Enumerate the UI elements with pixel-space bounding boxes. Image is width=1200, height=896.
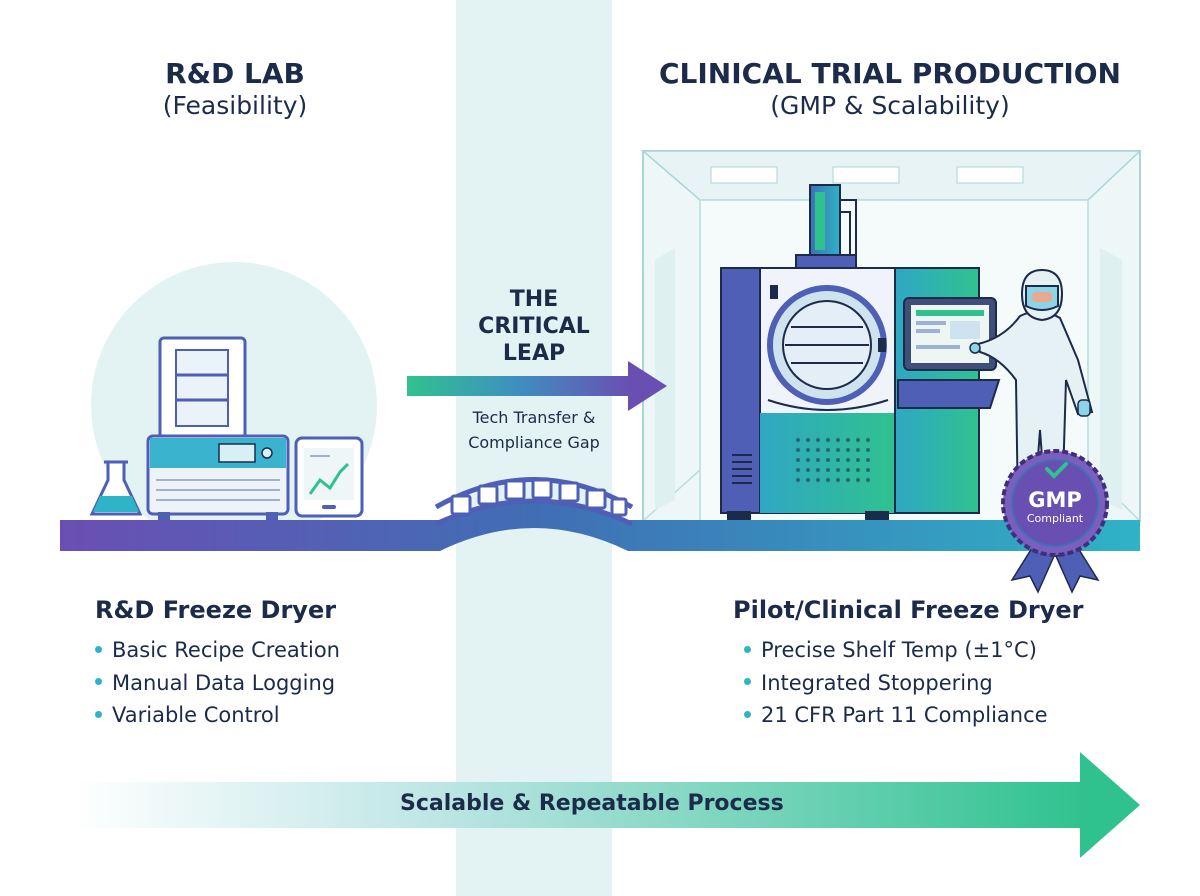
bullet-icon [744,710,751,718]
arrow-right-icon [1080,752,1140,858]
bullet-icon [95,678,102,685]
center-transition-band [456,0,612,896]
list-item: 21 CFR Part 11 Compliance [744,699,1048,732]
right-section-subtitle: (GMP & Scalability) [770,91,1010,120]
bullet-icon [95,710,102,718]
right-feature-list: Precise Shelf Temp (±1°C) Integrated Sto… [744,634,1048,732]
gmp-badge [1001,449,1109,594]
bullet-icon [744,678,751,685]
left-section-title: R&D LAB [165,57,305,90]
bullet-icon [95,645,102,653]
list-item: Variable Control [95,699,340,732]
leap-title-line: THE [509,287,559,312]
leap-title: THE CRITICAL LEAP [456,286,612,367]
left-section-subtitle: (Feasibility) [162,91,308,120]
list-item: Precise Shelf Temp (±1°C) [744,634,1048,667]
right-section-title: CLINICAL TRIAL PRODUCTION [659,57,1121,90]
tablet-chart-icon [294,436,364,518]
process-label: Scalable & Repeatable Process [400,791,784,816]
checkmark-icon [1045,462,1068,479]
left-equipment-title: R&D Freeze Dryer [95,596,337,624]
list-item: Integrated Stoppering [744,667,1048,700]
flask-icon [89,460,143,516]
floor-bench [60,499,1140,551]
leap-arrow [407,361,667,411]
clinical-freeze-dryer [720,184,1001,520]
gmp-badge-label: GMP Compliant [1003,488,1107,525]
badge-line2: Compliant [1026,512,1084,525]
bridge [434,477,634,527]
process-arrow [74,752,1140,858]
leap-title-line: LEAP [502,341,566,366]
list-item: Manual Data Logging [95,667,340,700]
right-equipment-title: Pilot/Clinical Freeze Dryer [733,596,1084,624]
leap-title-line: CRITICAL [478,314,590,339]
list-item: Basic Recipe Creation [95,634,340,667]
leap-subtitle: Tech Transfer & Compliance Gap [441,405,627,455]
leap-subtitle-line: Compliance Gap [468,433,600,452]
badge-line1: GMP [1028,488,1082,512]
bullet-icon [744,645,751,653]
left-feature-list: Basic Recipe Creation Manual Data Loggin… [95,634,340,732]
rnd-freeze-dryer [146,336,290,520]
leap-subtitle-line: Tech Transfer & [472,408,596,427]
